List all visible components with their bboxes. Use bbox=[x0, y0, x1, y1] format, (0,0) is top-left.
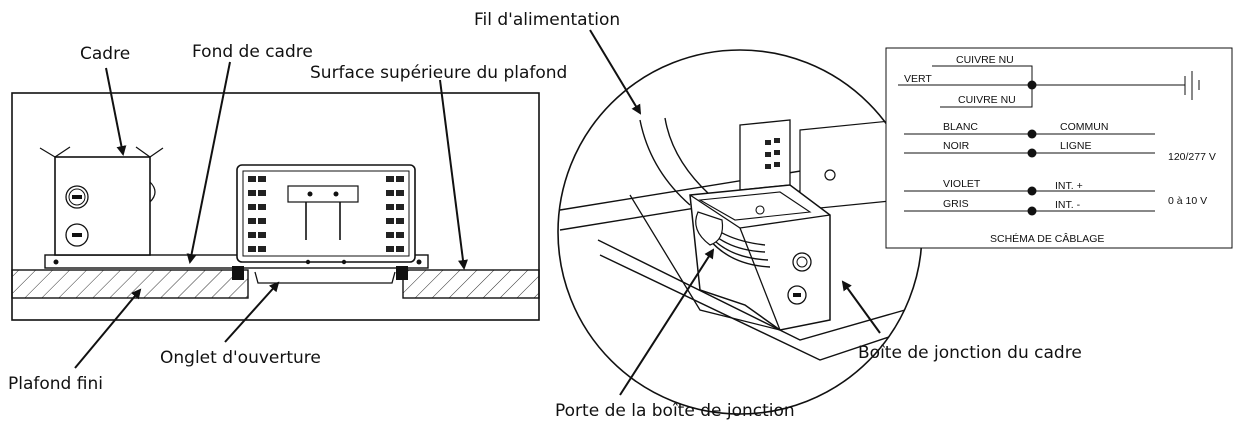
arrow-finished-ceiling bbox=[74, 288, 142, 369]
arrow-junction-box-door bbox=[619, 248, 715, 396]
label-opening-tab: Onglet d'ouverture bbox=[160, 348, 321, 368]
label-black: NOIR bbox=[943, 140, 970, 152]
fixture-housing bbox=[236, 164, 416, 284]
label-power-wire: Fil d'alimentation bbox=[474, 10, 620, 30]
installation-view: Cadre Fond de cadre Surface supérieure d… bbox=[8, 42, 567, 394]
label-range: 0 à 10 V bbox=[1168, 195, 1207, 207]
arrow-frame-junction-box bbox=[841, 280, 881, 334]
label-bare-copper-bottom: CUIVRE NU bbox=[958, 94, 1016, 106]
wiring-diagram-title: SCHÉMA DE CÂBLAGE bbox=[990, 232, 1104, 245]
label-int-minus: INT. - bbox=[1055, 199, 1081, 211]
label-frame-bottom: Fond de cadre bbox=[192, 42, 313, 62]
label-violet: VIOLET bbox=[943, 178, 981, 190]
arrow-opening-tab bbox=[224, 281, 280, 343]
frame-box bbox=[39, 146, 164, 256]
label-junction-box-door: Porte de la boîte de jonction bbox=[555, 401, 795, 421]
label-frame-junction-box: Boîte de jonction du cadre bbox=[858, 343, 1082, 363]
grey-splice-dot bbox=[1027, 206, 1037, 216]
label-bare-copper-top: CUIVRE NU bbox=[956, 54, 1014, 66]
wiring-diagram: CUIVRE NU VERT CUIVRE NU BLANC COMMUN NO… bbox=[885, 47, 1233, 249]
label-white: BLANC bbox=[943, 121, 978, 133]
white-splice-dot bbox=[1027, 129, 1037, 139]
junction-detail-view: Fil d'alimentation Boîte de jonction du … bbox=[474, 10, 1082, 421]
label-green: VERT bbox=[904, 73, 932, 85]
black-splice-dot bbox=[1027, 148, 1037, 158]
arrow-frame bbox=[105, 67, 127, 156]
label-grey: GRIS bbox=[943, 198, 969, 210]
label-ceiling-top-surface: Surface supérieure du plafond bbox=[310, 63, 567, 83]
finished-ceiling bbox=[11, 269, 540, 299]
label-finished-ceiling: Plafond fini bbox=[8, 374, 103, 394]
label-line: LIGNE bbox=[1060, 140, 1092, 152]
label-common: COMMUN bbox=[1060, 121, 1108, 133]
arrow-power-wire bbox=[589, 29, 642, 115]
leader-lines-left bbox=[74, 61, 468, 369]
arrow-frame-bottom bbox=[186, 61, 231, 264]
wiring-diagram-frame bbox=[885, 47, 1233, 249]
label-int-plus: INT. + bbox=[1055, 180, 1083, 192]
leader-lines-middle bbox=[589, 29, 881, 396]
plenum-outline bbox=[11, 92, 540, 321]
ground-splice-dot bbox=[1027, 80, 1037, 90]
arrow-ceiling-top-surface bbox=[439, 79, 468, 270]
label-frame: Cadre bbox=[80, 44, 130, 64]
label-voltage: 120/277 V bbox=[1168, 151, 1216, 163]
violet-splice-dot bbox=[1027, 186, 1037, 196]
